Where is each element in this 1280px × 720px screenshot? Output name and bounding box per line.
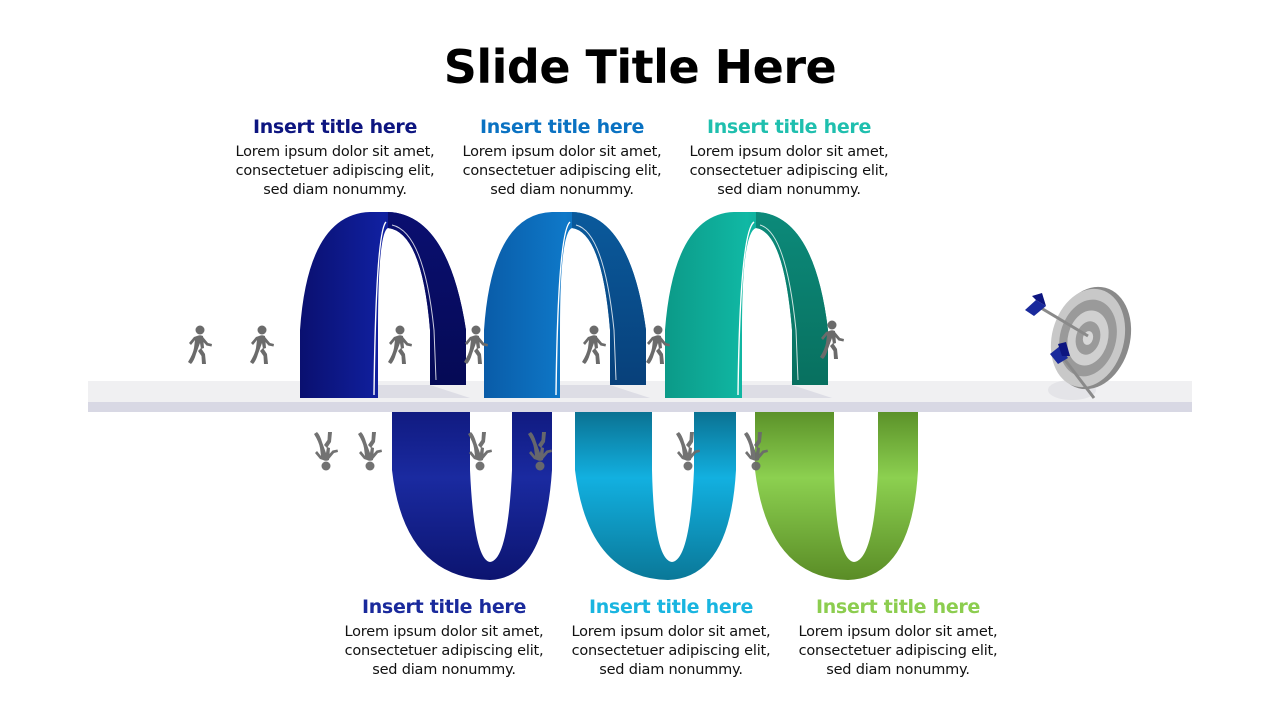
bottom-block-title: Insert title here [361, 596, 527, 618]
body-line: Lorem ipsum dolor sit amet, [689, 144, 889, 160]
bottom-block-2: Insert title here Lorem ipsum dolor sit … [556, 595, 786, 680]
bottom-block-body: Lorem ipsum dolor sit amet, consectetuer… [329, 623, 559, 680]
top-block-body: Lorem ipsum dolor sit amet, consectetuer… [220, 143, 450, 200]
top-block-3: Insert title here Lorem ipsum dolor sit … [674, 115, 904, 200]
bottom-block-body: Lorem ipsum dolor sit amet, consectetuer… [556, 623, 786, 680]
arch-upper-1 [300, 212, 470, 398]
top-block-title: Insert title here [706, 116, 872, 138]
arrow-icon [1025, 293, 1089, 338]
body-line: Lorem ipsum dolor sit amet, [571, 624, 771, 640]
body-line: consectetuer adipiscing elit, [462, 163, 662, 179]
top-block-title: Insert title here [252, 116, 418, 138]
body-line: consectetuer adipiscing elit, [344, 643, 544, 659]
bottom-block-title: Insert title here [815, 596, 981, 618]
body-line: sed diam nonummy. [717, 182, 861, 198]
target-icon [1025, 286, 1132, 400]
top-block-body: Lorem ipsum dolor sit amet, consectetuer… [447, 143, 677, 200]
bottom-block-3: Insert title here Lorem ipsum dolor sit … [783, 595, 1013, 680]
arrow-icon [1050, 342, 1096, 399]
bottom-block-title: Insert title here [588, 596, 754, 618]
body-line: Lorem ipsum dolor sit amet, [798, 624, 998, 640]
ring-lower-3 [755, 410, 918, 580]
body-line: sed diam nonummy. [826, 662, 970, 678]
ring-lower-1 [392, 410, 552, 580]
top-block-body: Lorem ipsum dolor sit amet, consectetuer… [674, 143, 904, 200]
top-block-title: Insert title here [479, 116, 645, 138]
ring-lower-2 [575, 410, 736, 580]
slide-title: Slide Title Here [443, 40, 837, 94]
body-line: sed diam nonummy. [490, 182, 634, 198]
body-line: sed diam nonummy. [372, 662, 516, 678]
top-block-1: Insert title here Lorem ipsum dolor sit … [220, 115, 450, 200]
body-line: consectetuer adipiscing elit, [798, 643, 998, 659]
body-line: consectetuer adipiscing elit, [235, 163, 435, 179]
arch-upper-3 [665, 212, 832, 398]
body-line: Lorem ipsum dolor sit amet, [235, 144, 435, 160]
bottom-block-body: Lorem ipsum dolor sit amet, consectetuer… [783, 623, 1013, 680]
bottom-block-1: Insert title here Lorem ipsum dolor sit … [329, 595, 559, 680]
body-line: Lorem ipsum dolor sit amet, [344, 624, 544, 640]
arch-upper-2 [484, 212, 650, 398]
body-line: Lorem ipsum dolor sit amet, [462, 144, 662, 160]
body-line: sed diam nonummy. [263, 182, 407, 198]
body-line: sed diam nonummy. [599, 662, 743, 678]
body-line: consectetuer adipiscing elit, [689, 163, 889, 179]
body-line: consectetuer adipiscing elit, [571, 643, 771, 659]
top-block-2: Insert title here Lorem ipsum dolor sit … [447, 115, 677, 200]
